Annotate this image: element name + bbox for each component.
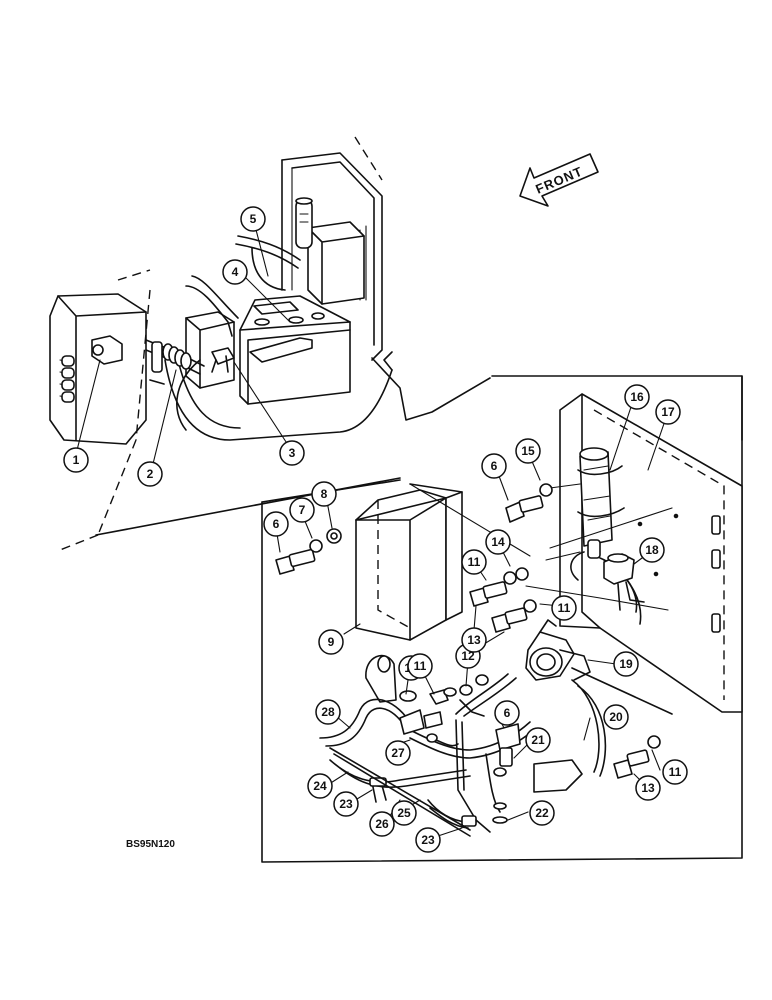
- callout-15: 15: [515, 438, 541, 464]
- battery-body: [239, 321, 351, 405]
- svg-text:4: 4: [232, 265, 239, 279]
- callout-26: 26: [369, 811, 395, 837]
- svg-text:23: 23: [339, 797, 353, 811]
- svg-text:23: 23: [421, 833, 435, 847]
- callout-27: 27: [385, 740, 411, 766]
- svg-text:6: 6: [491, 459, 498, 473]
- svg-text:11: 11: [414, 659, 427, 673]
- svg-text:16: 16: [630, 390, 644, 404]
- svg-text:18: 18: [645, 543, 659, 557]
- svg-text:20: 20: [609, 710, 623, 724]
- figure-code: BS95N120: [126, 839, 175, 850]
- callout-18: 18: [639, 537, 665, 563]
- callout-13-a: 13: [461, 627, 487, 653]
- callout-11-a: 11: [461, 549, 487, 575]
- callout-1: 1: [63, 447, 89, 473]
- callout-19: 19: [613, 651, 639, 677]
- callout-14: 14: [485, 529, 511, 555]
- callout-6-c: 6: [494, 700, 520, 726]
- svg-text:2: 2: [147, 467, 154, 481]
- svg-text:19: 19: [619, 657, 633, 671]
- callouts: 1 2 3 4 5 6 6 6 7 8 9 10 11 11 11 11 12 …: [63, 206, 688, 853]
- callout-11-d: 11: [662, 759, 688, 785]
- callout-23-a: 23: [333, 791, 359, 817]
- svg-text:28: 28: [321, 705, 335, 719]
- svg-text:13: 13: [467, 633, 481, 647]
- callout-23-b: 23: [415, 827, 441, 853]
- svg-text:8: 8: [321, 487, 328, 501]
- svg-text:11: 11: [468, 555, 481, 569]
- callout-28: 28: [315, 699, 341, 725]
- callout-4: 4: [222, 259, 248, 285]
- callout-3: 3: [279, 440, 305, 466]
- callout-20: 20: [603, 704, 629, 730]
- svg-text:1: 1: [73, 453, 80, 467]
- callout-24: 24: [307, 773, 333, 799]
- callout-8: 8: [311, 481, 337, 507]
- svg-text:26: 26: [375, 817, 389, 831]
- callout-16: 16: [624, 384, 650, 410]
- svg-text:22: 22: [535, 806, 549, 820]
- svg-text:13: 13: [641, 781, 655, 795]
- fuse-cylinder: [295, 199, 313, 249]
- svg-text:6: 6: [504, 706, 511, 720]
- svg-text:25: 25: [397, 806, 411, 820]
- callout-5: 5: [240, 206, 266, 232]
- callout-11-c: 11: [407, 653, 433, 679]
- upper-assembly: [49, 136, 491, 551]
- svg-text:6: 6: [273, 517, 280, 531]
- callout-17: 17: [655, 399, 681, 425]
- svg-text:5: 5: [250, 212, 257, 226]
- svg-text:15: 15: [521, 444, 535, 458]
- svg-text:21: 21: [531, 733, 545, 747]
- svg-text:14: 14: [491, 535, 505, 549]
- callout-2: 2: [137, 461, 163, 487]
- svg-text:3: 3: [289, 446, 296, 460]
- detail-panel: [261, 375, 743, 863]
- svg-text:11: 11: [558, 601, 571, 615]
- callout-25: 25: [391, 800, 417, 826]
- callout-22: 22: [529, 800, 555, 826]
- svg-text:9: 9: [328, 635, 335, 649]
- svg-text:17: 17: [661, 405, 675, 419]
- callout-9: 9: [318, 629, 344, 655]
- svg-text:27: 27: [391, 746, 405, 760]
- callout-11-b: 11: [551, 595, 577, 621]
- svg-text:24: 24: [313, 779, 327, 793]
- callout-13-b: 13: [635, 775, 661, 801]
- callout-21: 21: [525, 727, 551, 753]
- battery-relay: [525, 619, 591, 681]
- callout-7: 7: [289, 497, 315, 523]
- callout-6-b: 6: [263, 511, 289, 537]
- svg-text:7: 7: [299, 503, 306, 517]
- svg-text:11: 11: [669, 765, 682, 779]
- front-direction-arrow: FRONT: [519, 153, 599, 207]
- callout-6-a: 6: [481, 453, 507, 479]
- corrugated-connector: [162, 343, 192, 370]
